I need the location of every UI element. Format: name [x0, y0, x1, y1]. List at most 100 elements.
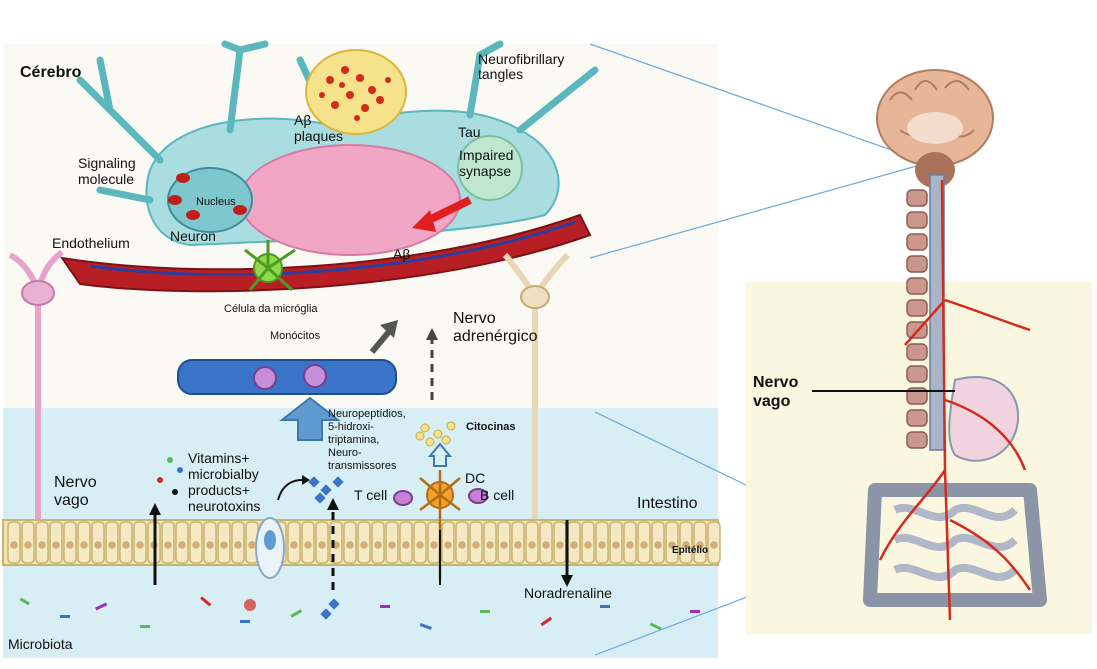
left-pink-neuron-body [21, 280, 55, 306]
dc-processes [419, 470, 461, 580]
epithelial-nucleus [52, 541, 60, 549]
label-t-cell: T cell [354, 487, 388, 503]
epithelial-nucleus [640, 541, 648, 549]
epithelial-nucleus [360, 541, 368, 549]
goblet-cell-core [264, 530, 276, 550]
epithelial-nucleus [710, 541, 718, 549]
vertebra [906, 189, 928, 207]
label-signaling-molecule: Signaling molecule [78, 155, 136, 187]
epithelial-nucleus [10, 541, 18, 549]
label-impaired-synapse: Impaired synapse [459, 147, 514, 179]
epithelial-nucleus [66, 541, 74, 549]
epithelial-nucleus [682, 541, 690, 549]
epithelial-nucleus [374, 541, 382, 549]
label-nervo-adrenergico: Nervo adrenérgico [453, 310, 538, 345]
epithelial-nucleus [318, 541, 326, 549]
label-nucleus: Nucleus [196, 196, 236, 208]
epithelial-nucleus [654, 541, 662, 549]
epithelial-nucleus [248, 541, 256, 549]
vertebra [906, 255, 928, 273]
epithelial-nucleus [220, 541, 228, 549]
epithelial-nucleus [472, 541, 480, 549]
epithelial-nucleus [402, 541, 410, 549]
epithelial-nucleus [556, 541, 564, 549]
ab-plaque-shape [305, 49, 407, 135]
dashed-up-arrowhead [327, 498, 339, 510]
label-nervo-vago-right: Nervo vago [753, 374, 799, 410]
epithelial-nucleus [612, 541, 620, 549]
guide-line-top-2 [589, 164, 921, 259]
microbiota-scatter [19, 457, 700, 631]
dashed-arrowhead-adrenergic [426, 328, 438, 340]
neurotransmitter-diamonds [308, 476, 344, 620]
label-celula-microglia: Célula da micróglia [224, 303, 318, 315]
epithelial-nucleus [24, 541, 32, 549]
blood-vessel [59, 213, 592, 293]
epithelial-nucleus [528, 541, 536, 549]
epithelial-nucleus [430, 541, 438, 549]
epithelial-nucleus [500, 541, 508, 549]
monocyte-1 [253, 366, 277, 390]
epithelial-nucleus [416, 541, 424, 549]
epithelial-nucleus [444, 541, 452, 549]
monocyte-2 [303, 364, 327, 388]
vertebra [906, 431, 928, 449]
vagus-nerve [878, 179, 1032, 621]
epithelial-cells [7, 521, 721, 564]
label-dc: DC [465, 470, 486, 486]
label-noradrenaline: Noradrenaline [524, 585, 612, 601]
label-tau: Tau [458, 124, 481, 140]
epithelial-nucleus [38, 541, 46, 549]
impaired-synapse-shape [457, 135, 523, 201]
epithelial-nucleus [696, 541, 704, 549]
vertebra [906, 211, 928, 229]
curved-arrow [277, 479, 303, 501]
epithelial-nucleus [178, 541, 186, 549]
epithelial-nucleus [206, 541, 214, 549]
vertebra [906, 233, 928, 251]
brain-stem [915, 152, 955, 188]
epithelial-nucleus [514, 541, 522, 549]
red-arrowhead [412, 210, 436, 232]
epithelial-nucleus [94, 541, 102, 549]
label-ab-plaques: Aβ plaques [294, 112, 344, 144]
epithelial-nucleus [136, 541, 144, 549]
epithelial-nucleus [668, 541, 676, 549]
cytokine-dots [415, 421, 456, 447]
epithelial-nucleus [626, 541, 634, 549]
label-monocitos: Monócitos [270, 330, 321, 342]
label-microbiota: Microbiota [8, 636, 73, 652]
epithelial-nucleus [108, 541, 116, 549]
epithelial-nucleus [122, 541, 130, 549]
black-up-arrowhead [149, 503, 161, 515]
vertebra [906, 409, 928, 427]
label-ab: Aβ [393, 246, 411, 262]
label-citocinas: Citocinas [466, 421, 516, 433]
label-b-cell: B cell [480, 487, 515, 503]
epithelial-nucleus [570, 541, 578, 549]
monocyte-vessel [177, 359, 397, 395]
brain-inner [907, 112, 963, 144]
epithelial-nucleus [234, 541, 242, 549]
guide-line-top-1 [589, 43, 921, 161]
cytokine-arrow [427, 442, 453, 467]
label-endothelium: Endothelium [52, 235, 130, 251]
b-cell-shape [468, 488, 488, 504]
curved-arrowhead [302, 475, 310, 485]
vertebra [906, 365, 928, 383]
label-intestino: Intestino [637, 495, 698, 512]
label-neuron: Neuron [170, 228, 216, 244]
epithelial-nucleus [290, 541, 298, 549]
epithelial-nucleus [598, 541, 606, 549]
right-beige-neuron-body [520, 285, 550, 309]
label-neuropeptidios: Neuropeptídios, 5-hidroxi- triptamina, N… [328, 408, 406, 472]
label-vitamins: Vitamins+ microbialby products+ neurotox… [188, 450, 261, 514]
vertebra [906, 277, 928, 295]
label-cerebro: Cérebro [20, 64, 82, 81]
large-intestine [863, 483, 1047, 607]
label-epitelio: Epitélio [672, 545, 709, 556]
red-arrow [423, 196, 472, 226]
label-neurofibrillary-tangles: Neurofibrillary tangles [478, 51, 565, 82]
blue-up-arrow [279, 396, 341, 441]
epithelial-nucleus [304, 541, 312, 549]
